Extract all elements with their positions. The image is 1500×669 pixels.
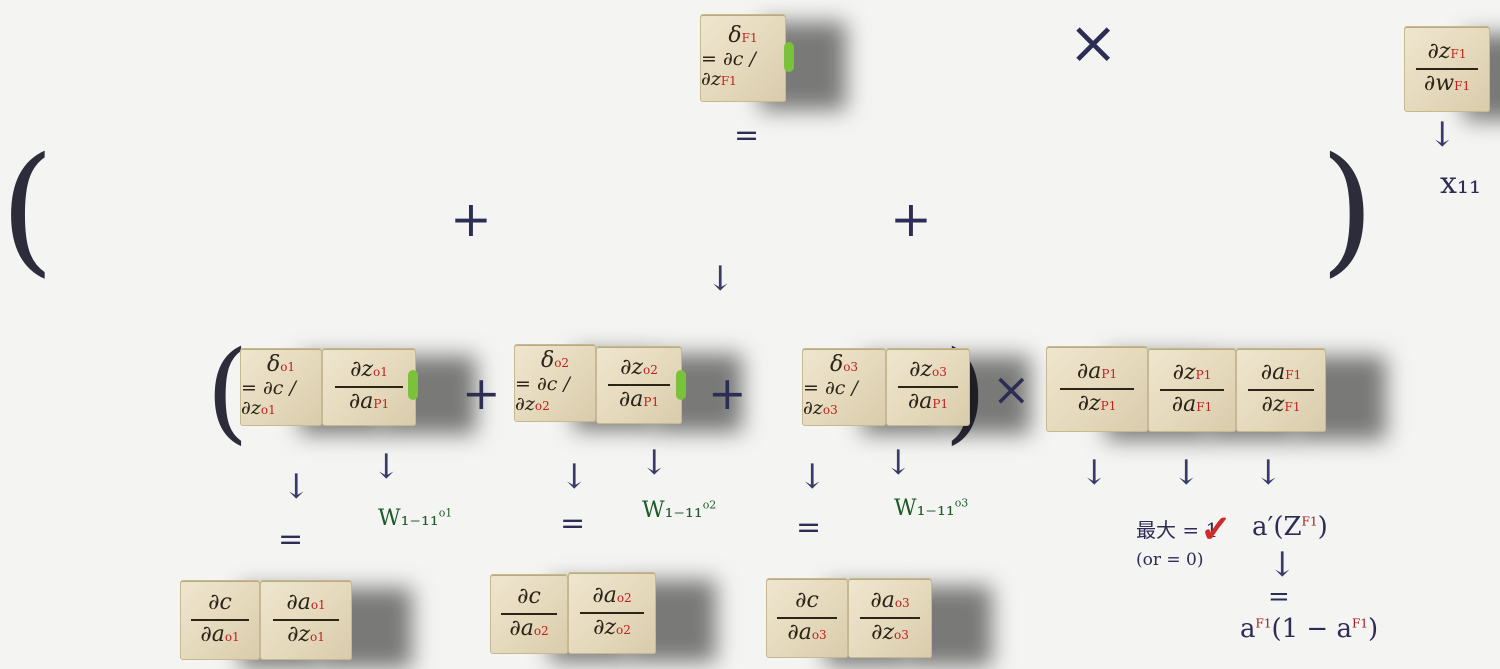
block-top-delta: δF1 = ∂c / ∂zF1	[700, 14, 786, 102]
plus-sign-mid-2: +	[708, 366, 747, 420]
plus-sign-mid-1: +	[462, 366, 501, 420]
equals-sigma: =	[1268, 582, 1290, 612]
block-bot3-a: ∂c ∂ao3	[766, 578, 848, 658]
equals-g3: =	[796, 510, 822, 545]
block-bot3-b: ∂ao3 ∂zo3	[848, 578, 932, 658]
green-pin	[676, 370, 686, 400]
equals-g2: =	[560, 506, 586, 541]
times-sign-mid: ×	[992, 362, 1031, 416]
green-pin	[408, 370, 418, 400]
arrow-down-rc: ↓	[1254, 453, 1283, 493]
outer-left-paren: (	[0, 128, 55, 291]
block-mid1-delta: δo1 = ∂c / ∂zo1	[240, 348, 322, 426]
or-equals-0: (or = 0)	[1136, 550, 1204, 570]
equals-top: =	[734, 118, 760, 153]
outer-right-paren: )	[1320, 128, 1375, 291]
block-top-right: ∂zF1 ∂wF1	[1404, 26, 1490, 112]
arrow-down-g3a: ↓	[798, 457, 827, 497]
arrow-down-ra: ↓	[1080, 453, 1109, 493]
block-mid3-frac: ∂zo3 ∂aP1	[886, 348, 970, 426]
times-sign-top: ×	[1068, 8, 1119, 78]
block-right-c: ∂aF1 ∂zF1	[1236, 348, 1326, 432]
arrow-down-x11: ↓	[1428, 115, 1457, 155]
block-right-b: ∂zP1 ∂aF1	[1148, 348, 1236, 432]
weight-w3: W₁₋₁₁o3	[894, 496, 969, 521]
arrow-down-center: ↓	[706, 259, 735, 299]
arrow-down-rb: ↓	[1172, 453, 1201, 493]
arrow-down-g2a: ↓	[560, 457, 589, 497]
arrow-down-g1a: ↓	[282, 467, 311, 507]
x11-label: x₁₁	[1440, 166, 1481, 201]
block-mid2-frac: ∂zo2 ∂aP1	[596, 346, 682, 424]
delta-symbol: δF1	[728, 23, 758, 48]
block-bot2-b: ∂ao2 ∂zo2	[568, 572, 656, 654]
delta-definition: = ∂c / ∂zF1	[701, 48, 756, 90]
weight-w1: W₁₋₁₁o1	[378, 506, 453, 531]
arrow-down-g2b: ↓	[640, 443, 669, 483]
equals-g1: =	[278, 522, 304, 557]
arrow-down-sigma: ↓	[1268, 545, 1297, 585]
arrow-down-g3b: ↓	[884, 443, 913, 483]
green-pin	[784, 42, 794, 72]
block-mid2-delta: δo2 = ∂c / ∂zo2	[514, 344, 596, 422]
block-right-a: ∂aP1 ∂zP1	[1046, 346, 1148, 432]
max-equals-1: 最大 = 1	[1136, 518, 1219, 542]
weight-w2: W₁₋₁₁o2	[642, 498, 717, 523]
check-mark-icon: ✓	[1200, 506, 1232, 551]
block-bot1-a: ∂c ∂ao1	[180, 580, 260, 660]
block-mid3-delta: δo3 = ∂c / ∂zo3	[802, 348, 886, 426]
block-bot1-b: ∂ao1 ∂zo1	[260, 580, 352, 660]
plus-sign-2: +	[890, 190, 932, 248]
block-bot2-a: ∂c ∂ao2	[490, 574, 568, 654]
arrow-down-g1b: ↓	[372, 447, 401, 487]
block-mid1-frac: ∂zo1 ∂aP1	[322, 348, 416, 426]
plus-sign-1: +	[450, 190, 492, 248]
sigmoid-derivative: aF1(1 − aF1)	[1240, 614, 1379, 644]
sigma-prime: a′(ZF1)	[1252, 512, 1328, 542]
